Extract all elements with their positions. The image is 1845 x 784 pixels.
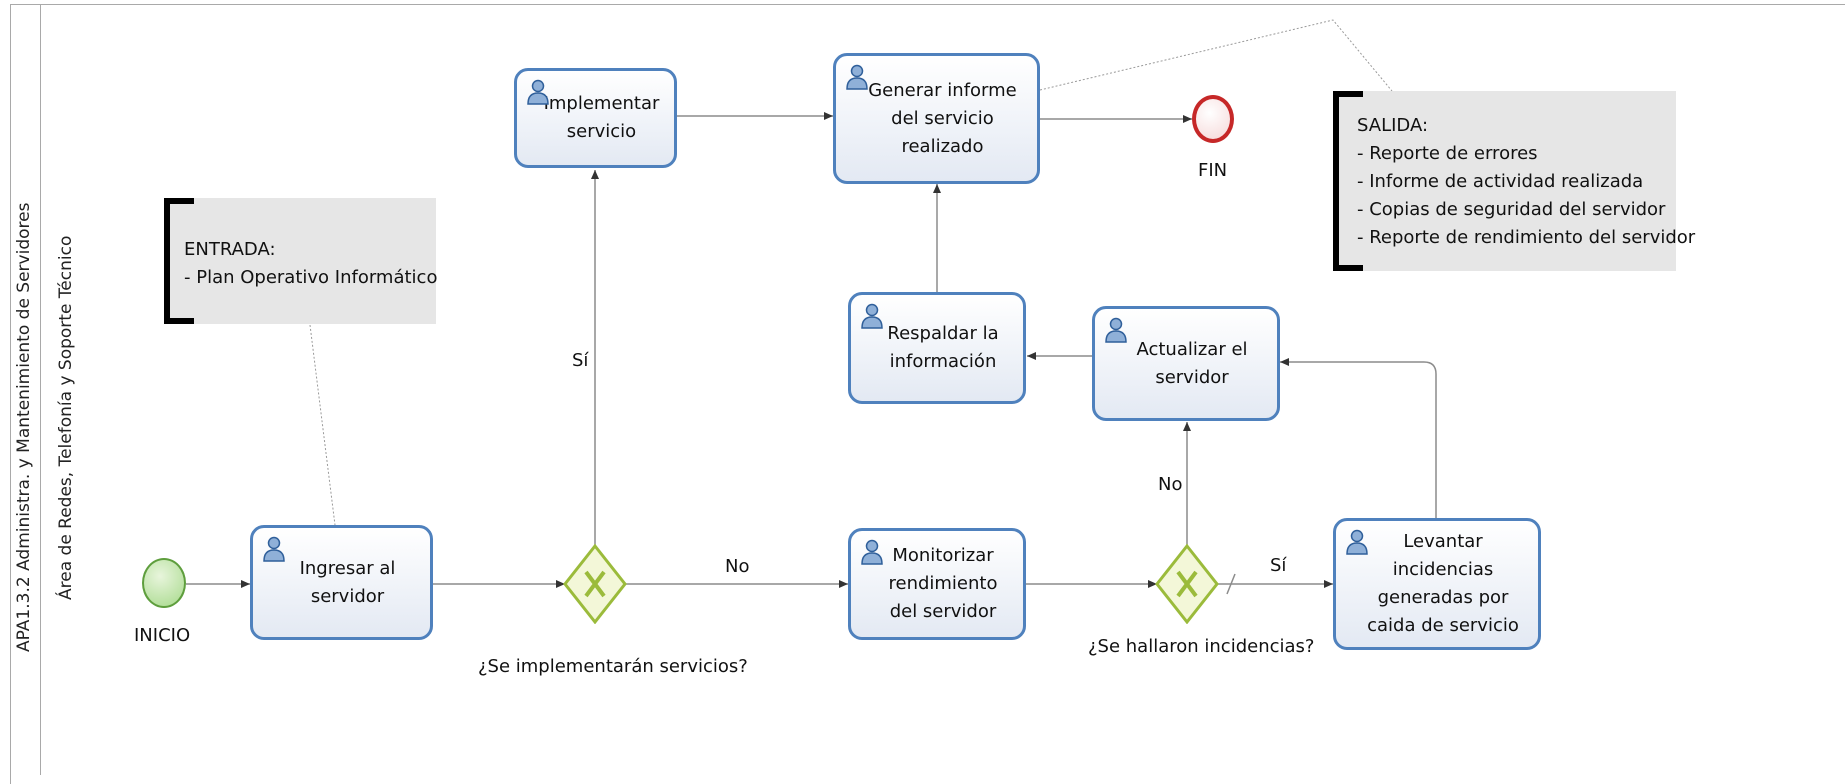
pool-frame	[10, 4, 1845, 784]
gateway-x-icon	[584, 570, 606, 598]
start-event-label: INICIO	[134, 625, 191, 646]
annotation-entrada-text: ENTRADA: - Plan Operativo Informático	[184, 239, 438, 288]
user-icon	[1346, 529, 1368, 555]
task-generar-label: Generar informe del servicio realizado	[868, 79, 1017, 157]
user-icon	[861, 539, 883, 565]
gateway-implementar[interactable]	[563, 544, 627, 624]
task-monitorizar-label: Monitorizar rendimiento del servidor	[888, 545, 998, 622]
task-respaldar-informacion[interactable]: Respaldar la información	[848, 292, 1026, 404]
bpmn-diagram: APA1.3.2 Administra. y Mantenimiento de …	[10, 4, 1845, 784]
edge-label-g1-no: No	[725, 556, 750, 577]
lane-separator	[40, 5, 41, 775]
task-levantar-incidencias[interactable]: Levantar incidencias generadas por caida…	[1333, 518, 1541, 650]
annotation-salida-box	[1336, 91, 1676, 271]
task-implementar-label: Implementar servicio	[543, 93, 660, 142]
flow-levantar-actualizar	[1280, 358, 1437, 518]
edge-label-g1-yes: Sí	[572, 350, 589, 371]
annotation-salida-text: SALIDA: - Reporte de errores - Informe d…	[1357, 115, 1696, 248]
connectors	[186, 19, 1437, 595]
assoc-entrada	[309, 324, 336, 526]
flow-g2-default-slash	[1226, 573, 1236, 595]
assoc-salida	[1039, 19, 1393, 92]
start-event[interactable]	[142, 558, 186, 608]
task-implementar-servicio[interactable]: Implementar servicio	[514, 68, 677, 168]
edge-label-g2-no: No	[1158, 474, 1183, 495]
annotation-salida-bracket	[1333, 91, 1363, 271]
user-icon	[861, 303, 883, 329]
user-icon	[527, 79, 549, 105]
user-icon	[846, 64, 868, 90]
task-actualizar-servidor[interactable]: Actualizar el servidor	[1092, 306, 1280, 421]
task-actualizar-label: Actualizar el servidor	[1136, 338, 1248, 388]
task-ingresar-label: Ingresar al servidor	[299, 557, 396, 607]
edge-label-g2-yes: Sí	[1270, 555, 1287, 576]
end-event[interactable]	[1192, 95, 1234, 143]
gateway-incidencias-label: ¿Se hallaron incidencias?	[1088, 636, 1315, 657]
user-icon	[263, 536, 285, 562]
task-generar-informe[interactable]: Generar informe del servicio realizado	[833, 53, 1040, 184]
task-levantar-label: Levantar incidencias generadas por caida…	[1367, 531, 1519, 636]
annotation-entrada-box	[168, 198, 436, 324]
task-respaldar-label: Respaldar la información	[887, 323, 999, 372]
annotation-entrada-bracket	[164, 198, 194, 324]
gateway-x-icon	[1176, 570, 1198, 598]
gateway-implementar-label: ¿Se implementarán servicios?	[478, 656, 748, 677]
task-monitorizar-rendimiento[interactable]: Monitorizar rendimiento del servidor	[848, 528, 1026, 640]
task-ingresar-servidor[interactable]: Ingresar al servidor	[250, 525, 433, 640]
end-event-label: FIN	[1198, 160, 1228, 181]
user-icon	[1105, 317, 1127, 343]
gateway-incidencias[interactable]	[1155, 544, 1219, 624]
